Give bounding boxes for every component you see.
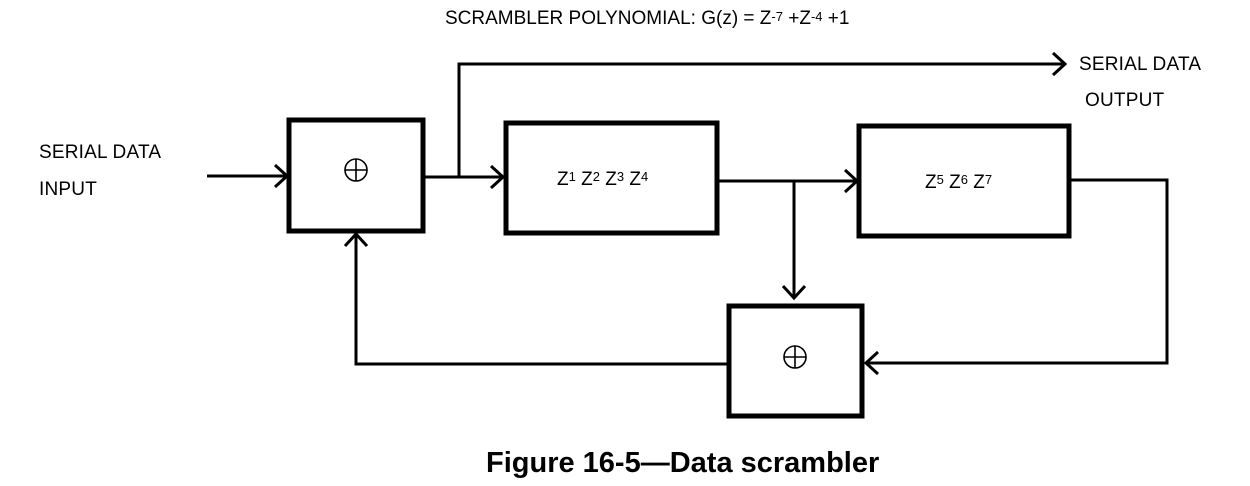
xor-block-input [286,117,426,234]
figure-caption: Figure 16-5—Data scrambler [486,447,880,479]
xor-symbol-feedback [783,345,807,369]
register1-label: Z1 Z2 Z3 Z4 [557,169,649,190]
register2-feedback-connector [866,178,1169,365]
register1-arrowhead [489,164,506,190]
shift-register-block-1 [503,120,720,236]
return-arrowhead [343,231,369,248]
output-arrowhead [1051,51,1068,77]
input-arrowhead [273,163,290,189]
input-label-line1: SERIAL DATA [39,142,162,163]
input-label-line2: INPUT [39,179,97,200]
output-label-line1: SERIAL DATA [1079,54,1202,75]
xor-block-feedback [726,303,865,419]
register2-arrowhead [843,168,860,194]
register2-label: Z5 Z6 Z7 [925,172,993,193]
xor-symbol-input [344,158,368,182]
tap-arrowhead [781,284,807,301]
output-connector [457,62,1065,177]
output-label-line2: OUTPUT [1085,90,1165,111]
feedback-return-connector [354,234,727,366]
feedback-arrowhead [863,350,880,376]
scrambler-polynomial-label: SCRAMBLER POLYNOMIAL: G(z) = Z-7 +Z-4 +1 [445,8,850,29]
